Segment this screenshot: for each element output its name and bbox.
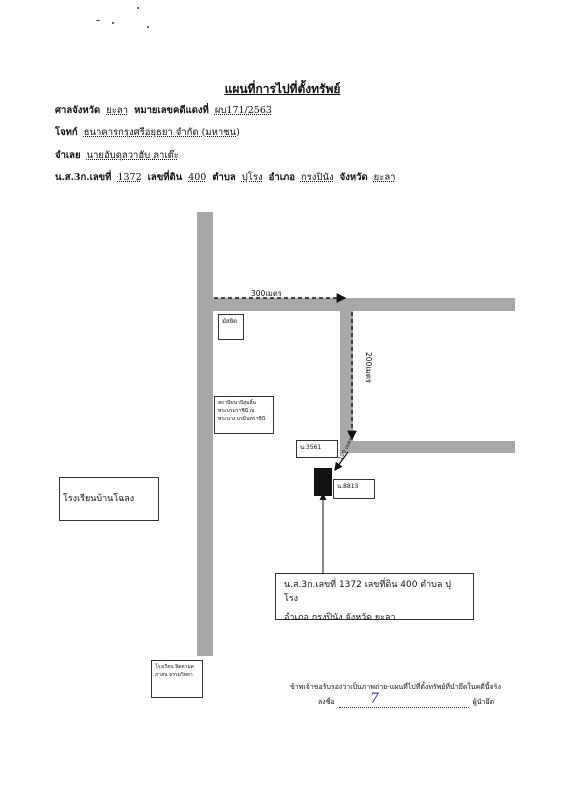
- school-bottom-label: โรงเรียน จิตตามคภาสน ธรรมวิทยา: [155, 664, 195, 678]
- sign-prefix: ลงชื่อ: [318, 698, 335, 706]
- scan-speck: [137, 7, 139, 9]
- landmark-box: สถานีขนาบีสุมลิ้น พระบรมราชินี ณ พระนาง …: [214, 396, 274, 434]
- arrow-100m: [334, 451, 349, 471]
- school-left-label: โรงเรียนบ้านโฉลง: [63, 494, 135, 504]
- property-info-line1: น.ส.3ก.เลขที่ 1372 เลขที่ดิน 400 ตำบล ปุ…: [284, 580, 451, 604]
- court-value: ยะลา: [106, 105, 129, 116]
- plaintiff-label: โจทก์: [55, 127, 78, 138]
- road-side-vertical: [340, 311, 353, 441]
- property-info-line2: อำเภอ กรงปินัง จังหวัด ยะลา: [284, 613, 396, 623]
- distance-200m-label: 200เมตร: [364, 352, 373, 383]
- province-value: ยะลา: [373, 172, 396, 183]
- case-value: ผบ171/2563: [214, 105, 272, 116]
- plaintiff-value: ธนาคารกรุงศรีอยุธยา จำกัด (มหาชน): [83, 127, 240, 138]
- defendant-label: จำเลย: [55, 150, 81, 161]
- land-label: เลขที่ดิน: [147, 172, 183, 183]
- signature-dotted-line: [338, 699, 469, 708]
- mosque-label: มัสยิด: [222, 318, 238, 325]
- amphoe-label: อำเภอ: [268, 172, 295, 183]
- page-title: แผนที่การไปที่ตั้งทรัพย์: [224, 82, 341, 96]
- main-road-vertical: [197, 212, 213, 656]
- plot-3561-label: น.3561: [300, 444, 322, 451]
- plot-8813-label: น.8813: [337, 483, 359, 490]
- amphoe-value: กรงปินัง: [300, 172, 334, 183]
- school-left-box: โรงเรียนบ้านโฉลง: [59, 477, 159, 521]
- signature-line: ลงชื่อ ผู้นำยึด: [318, 697, 494, 708]
- landmark-label: สถานีขนาบีสุมลิ้น พระบรมราชินี ณ พระนาง …: [218, 400, 266, 422]
- case-label: หมายเลขคดีแดงที่: [134, 105, 209, 116]
- mosque-box: มัสยิด: [218, 314, 244, 340]
- tambon-label: ตำบล: [212, 172, 236, 183]
- plot-8813-box: น.8813: [333, 479, 375, 499]
- tambon-value: ปุโรง: [241, 172, 263, 183]
- defendant-value: นายอับดุลวาฮับ ลาเต๊ะ: [86, 150, 179, 161]
- handwritten-signature: 7: [370, 691, 379, 707]
- deed-label: น.ส.3ก.เลขที่: [55, 172, 112, 183]
- province-label: จังหวัด: [339, 172, 368, 183]
- deed-line: น.ส.3ก.เลขที่ 1372 เลขที่ดิน 400 ตำบล ปุ…: [55, 170, 398, 185]
- court-line: ศาลจังหวัด ยะลา หมายเลขคดีแดงที่ ผบ171/2…: [55, 103, 275, 118]
- deed-value: 1372: [117, 172, 142, 183]
- defendant-line: จำเลย นายอับดุลวาฮับ ลาเต๊ะ: [55, 148, 182, 163]
- property-info-box: น.ส.3ก.เลขที่ 1372 เลขที่ดิน 400 ตำบล ปุ…: [275, 573, 474, 623]
- road-horizontal-lower: [340, 441, 515, 453]
- sign-suffix: ผู้นำยึด: [472, 698, 495, 706]
- scan-speck: [96, 20, 100, 21]
- certification-text: ข้าพเจ้าขอรับรองว่าเป็นภาพถ่าย-แผนที่ไปท…: [290, 683, 501, 691]
- scan-speck: [147, 26, 149, 28]
- plaintiff-line: โจทก์ ธนาคารกรุงศรีอยุธยา จำกัด (มหาชน): [55, 125, 243, 140]
- road-horizontal-upper: [213, 298, 515, 311]
- school-bottom-box: โรงเรียน จิตตามคภาสน ธรรมวิทยา: [151, 660, 203, 698]
- distance-300m-label: 300เมตร: [251, 289, 282, 298]
- land-value: 400: [188, 172, 207, 183]
- property-location-marker: [314, 468, 332, 496]
- plot-3561-box: น.3561: [296, 440, 338, 458]
- court-label: ศาลจังหวัด: [55, 105, 101, 116]
- scan-speck: [112, 22, 114, 24]
